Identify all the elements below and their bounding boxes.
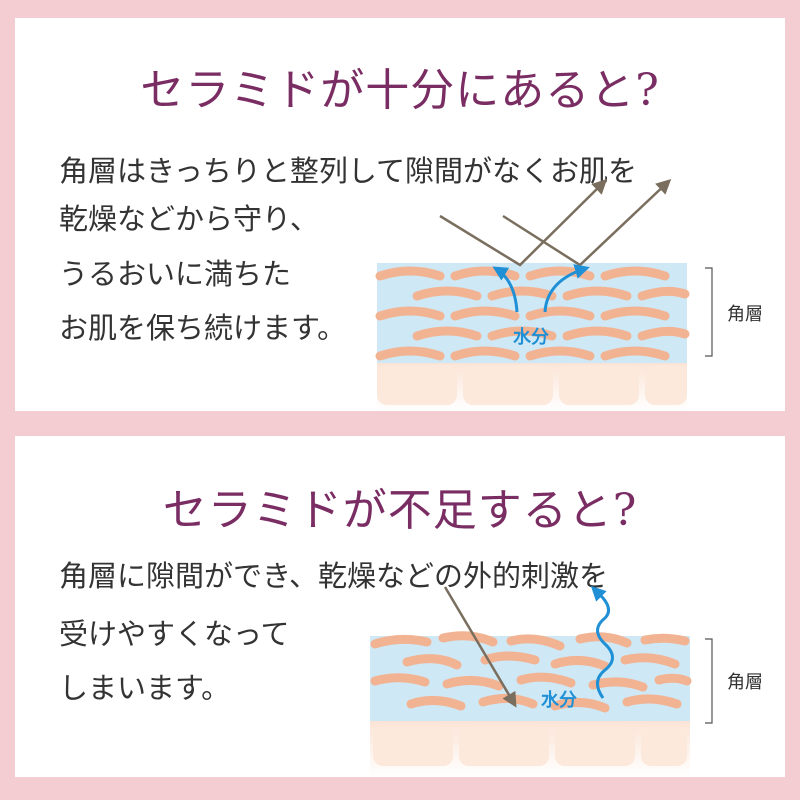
- stratum-corneum-label: 角層: [727, 304, 763, 325]
- body-text-line: 乾燥などから守り、: [59, 202, 319, 236]
- water-escaping-arrow: [590, 585, 614, 699]
- reflected-stimulus-arrows: [439, 178, 672, 267]
- penetrating-stimulus-arrow: [443, 586, 517, 708]
- panel-sufficient-ceramide: セラミドが十分にあると? 角層はきっちりと整列して隙間がなくお肌を 乾燥などから…: [15, 18, 785, 411]
- layer-bracket: [705, 267, 713, 357]
- water-retained-arrows: [492, 264, 590, 313]
- body-text-line: 角層はきっちりと整列して隙間がなくお肌を: [59, 154, 637, 188]
- body-text-line: お肌を保ち続けます。: [59, 311, 347, 345]
- stratum-corneum-label: 角層: [727, 672, 763, 693]
- lower-cell-layer: [370, 721, 690, 777]
- body-text-line: 受けやすくなって: [59, 617, 290, 651]
- layer-bracket: [705, 638, 713, 724]
- stratum-corneum-damaged: [370, 631, 692, 721]
- skin-layer-diagram-damaged: [370, 585, 713, 777]
- body-text-line: しまいます。: [59, 671, 231, 705]
- body-text-line: うるおいに満ちた: [59, 257, 292, 291]
- panel-insufficient-ceramide: セラミドが不足すると? 角層に隙間ができ、乾燥などの外的刺激を 受けやすくなって…: [15, 436, 785, 777]
- water-label: 水分: [541, 690, 577, 711]
- water-label: 水分: [513, 327, 549, 348]
- stratum-corneum-intact: [375, 263, 690, 363]
- panel-title: セラミドが十分にあると?: [140, 65, 660, 116]
- body-text-line: 角層に隙間ができ、乾燥などの外的刺激を: [59, 559, 608, 593]
- panel-title: セラミドが不足すると?: [162, 485, 638, 536]
- skin-layer-diagram-intact: [375, 178, 713, 411]
- lower-cell-layer: [377, 363, 687, 411]
